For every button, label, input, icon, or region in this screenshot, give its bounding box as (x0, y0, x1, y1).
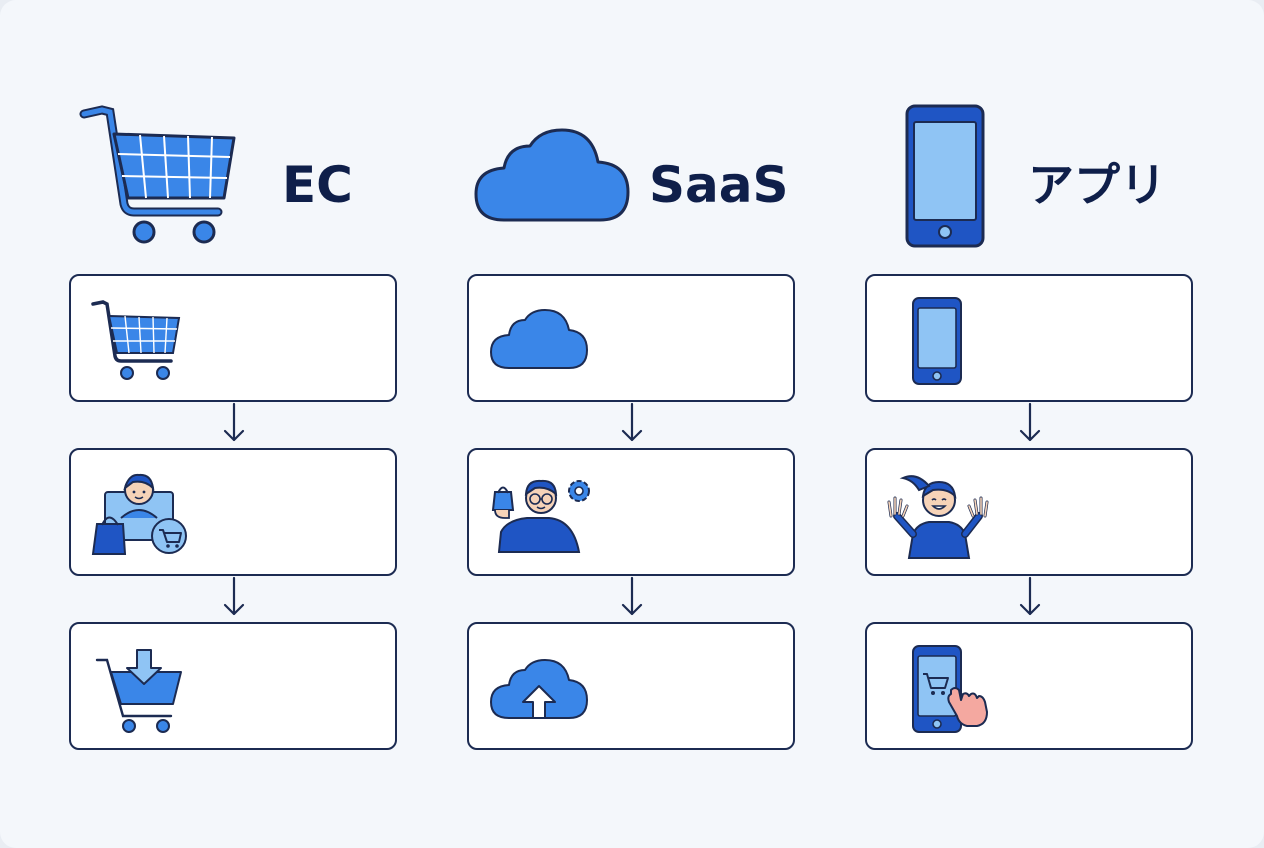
down-arrow-icon (1019, 576, 1041, 616)
shopping-cart-icon (91, 300, 181, 380)
flow-step-box (467, 448, 795, 576)
cloud-icon (474, 128, 630, 222)
cart-add-download-icon (95, 649, 182, 733)
cloud-icon (490, 309, 588, 369)
shopping-cart-icon (79, 105, 236, 244)
flow-step-box (467, 274, 795, 402)
flow-step-box (69, 622, 397, 750)
cloud-upload-icon (490, 659, 588, 719)
flow-step-box (69, 448, 397, 576)
flow-step-box (467, 622, 795, 750)
smartphone-tap-cart-icon (912, 645, 988, 733)
down-arrow-icon (223, 576, 245, 616)
down-arrow-icon (223, 402, 245, 442)
flow-step-box (865, 274, 1193, 402)
column-heading-app: アプリ (1028, 158, 1166, 212)
flow-step-box (69, 274, 397, 402)
flow-step-box (865, 448, 1193, 576)
column-heading-saas: SaaS (649, 156, 789, 214)
flow-step-box (865, 622, 1193, 750)
down-arrow-icon (621, 402, 643, 442)
smartphone-icon (912, 297, 962, 385)
down-arrow-icon (1019, 402, 1041, 442)
column-heading-ec: EC (282, 156, 353, 214)
down-arrow-icon (621, 576, 643, 616)
customer-with-shopping-bag-icon (91, 473, 187, 555)
smartphone-icon (905, 104, 985, 248)
happy-user-waving-icon (887, 475, 989, 559)
user-with-settings-gear-icon (491, 479, 590, 553)
